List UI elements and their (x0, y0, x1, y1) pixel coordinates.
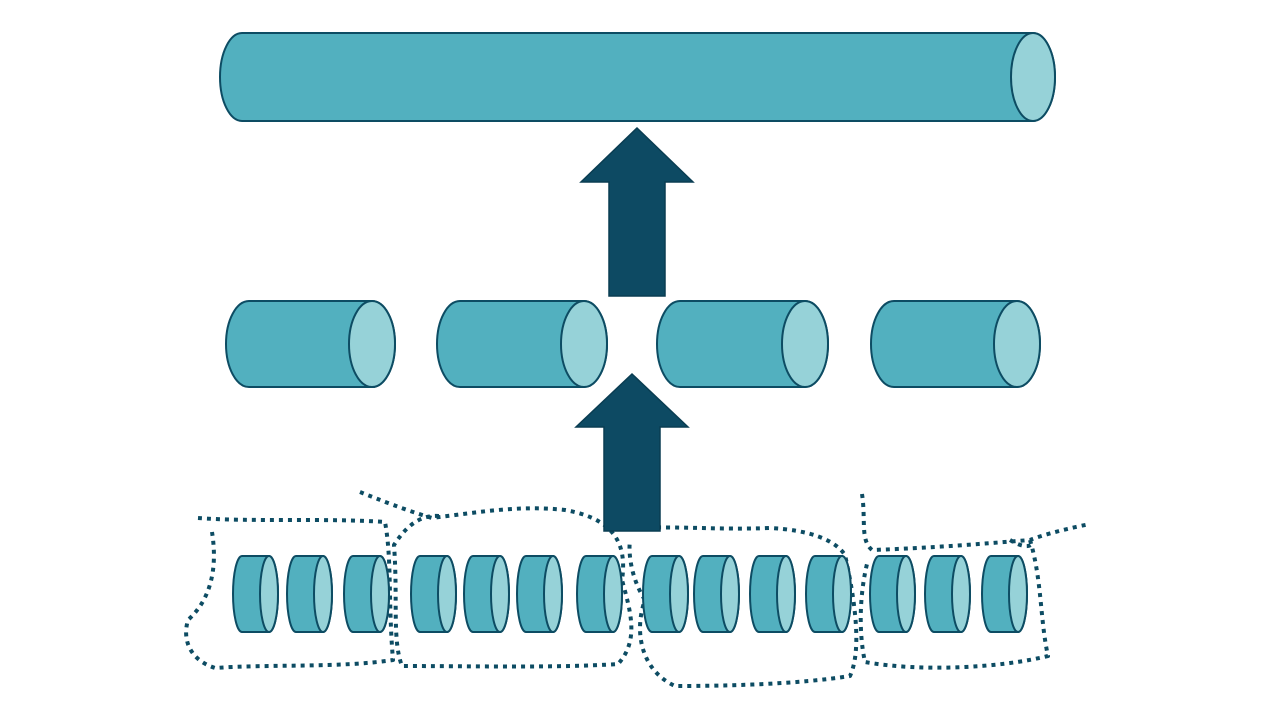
bottom-segment-6 (516, 555, 563, 633)
bottom-segment-6-cap (543, 555, 563, 633)
middle-segment-4-cap (993, 300, 1041, 388)
arrow-up-lower (574, 372, 690, 532)
group-outline-4 (858, 493, 1091, 670)
bottom-segment-9 (693, 555, 740, 633)
bottom-segment-12-cap (896, 555, 916, 633)
top-segment-cap (1010, 32, 1056, 122)
middle-segment-1-cap (348, 300, 396, 388)
bottom-segment-10-cap (776, 555, 796, 633)
arrow-up-upper (579, 126, 695, 297)
bottom-segment-14 (981, 555, 1028, 633)
bottom-segment-4 (410, 555, 457, 633)
bottom-segment-8 (642, 555, 689, 633)
bottom-segment-1-cap (259, 555, 279, 633)
bottom-segment-5-cap (490, 555, 510, 633)
group-outline-2 (359, 490, 634, 669)
bottom-level (232, 555, 1028, 633)
middle-segment-2-cap (560, 300, 608, 388)
bottom-segment-2-cap (313, 555, 333, 633)
middle-segment-1 (225, 300, 396, 388)
top-segment-body (219, 32, 1056, 122)
bottom-segment-8-cap (669, 555, 689, 633)
bottom-segment-10 (749, 555, 796, 633)
bottom-segment-11 (805, 555, 852, 633)
bottom-segment-13 (924, 555, 971, 633)
group-outlines (184, 490, 1091, 688)
top-segment (219, 32, 1056, 122)
bottom-segment-4-cap (437, 555, 457, 633)
group-outline-3 (627, 525, 859, 688)
arrows (574, 126, 695, 532)
bottom-segment-13-cap (951, 555, 971, 633)
bottom-segment-7-cap (603, 555, 623, 633)
bottom-segment-9-cap (720, 555, 740, 633)
bottom-segment-2 (286, 555, 333, 633)
middle-segment-4 (870, 300, 1041, 388)
bottom-segment-7 (576, 555, 623, 633)
middle-level (225, 300, 1041, 388)
middle-segment-3-cap (781, 300, 829, 388)
bottom-segment-14-cap (1008, 555, 1028, 633)
bottom-segment-3-cap (370, 555, 390, 633)
top-level (219, 32, 1056, 122)
middle-segment-2 (436, 300, 608, 388)
bottom-segment-11-cap (832, 555, 852, 633)
bottom-segment-3 (343, 555, 390, 633)
bottom-segment-12 (869, 555, 916, 633)
bottom-segment-1 (232, 555, 279, 633)
middle-segment-3 (656, 300, 829, 388)
bottom-segment-5 (463, 555, 510, 633)
